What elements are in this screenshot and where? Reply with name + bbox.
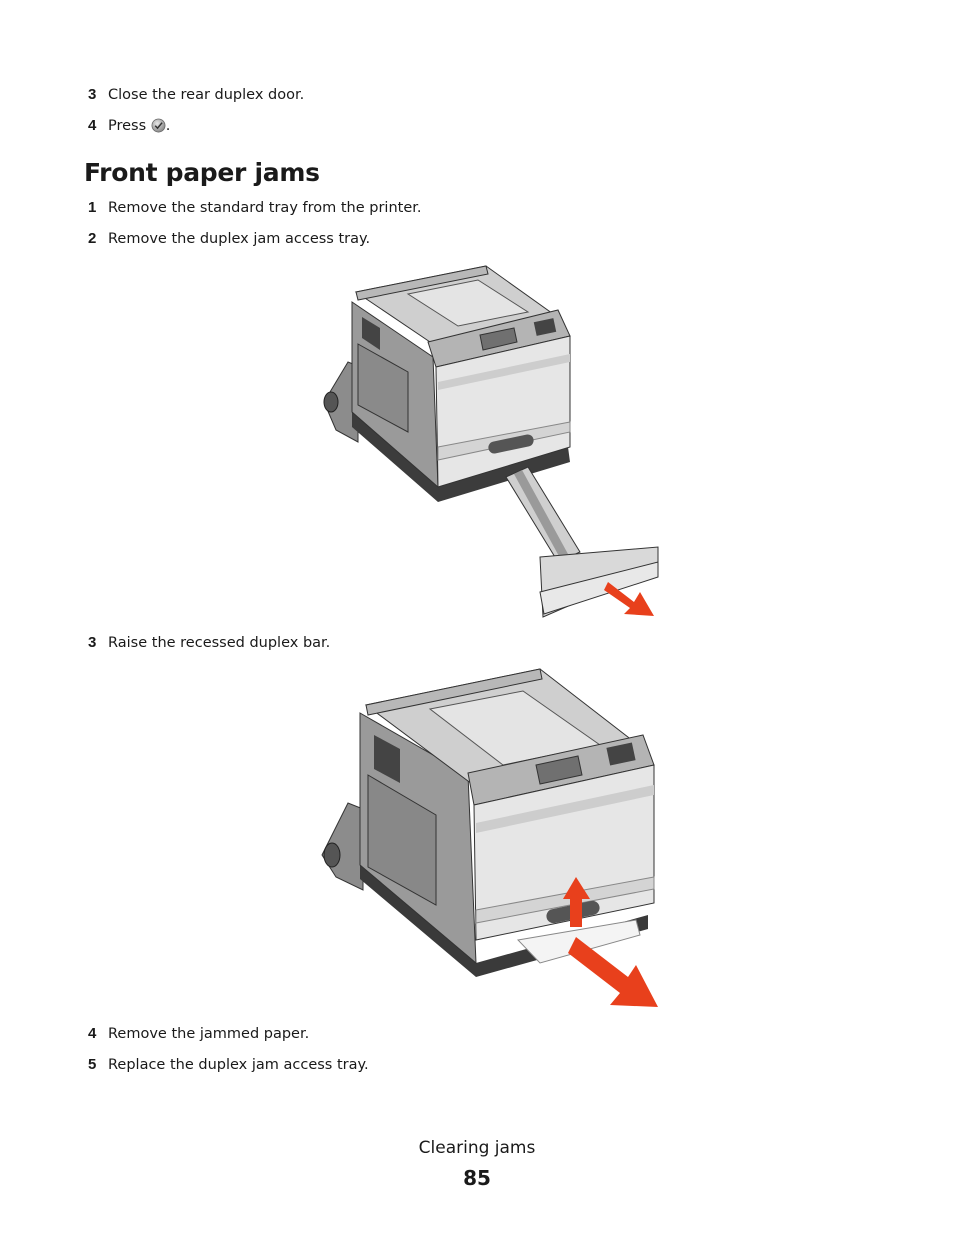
- pull-paper-arrow: [568, 937, 658, 1007]
- step-number: 1: [88, 199, 97, 216]
- step-text: Close the rear duplex door.: [108, 87, 305, 103]
- step-number: 4: [88, 117, 97, 134]
- step-text-after: .: [165, 118, 171, 134]
- step-text: Replace the duplex jam access tray.: [108, 1057, 369, 1073]
- step-text: Remove the jammed paper.: [108, 1026, 310, 1042]
- section-step-3: 3 Raise the recessed duplex bar.: [88, 633, 330, 653]
- printer-remove-duplex-tray-illustration: [323, 265, 659, 618]
- section-step-2: 2 Remove the duplex jam access tray.: [88, 229, 370, 249]
- step-4-press-check: 4 Press .: [88, 116, 170, 136]
- step-text: Remove the standard tray from the printe…: [108, 200, 422, 216]
- step-number: 2: [88, 230, 97, 247]
- step-text-before: Press: [108, 118, 151, 134]
- step-3-close-rear-door: 3 Close the rear duplex door.: [88, 85, 304, 105]
- section-step-1: 1 Remove the standard tray from the print…: [88, 198, 422, 218]
- step-number: 5: [88, 1056, 97, 1073]
- section-step-5: 5 Replace the duplex jam access tray.: [88, 1055, 369, 1075]
- section-title: Front paper jams: [84, 158, 320, 187]
- printer-raise-duplex-bar-illustration: [321, 668, 658, 1007]
- pull-direction-arrow: [604, 582, 654, 616]
- section-step-4: 4 Remove the jammed paper.: [88, 1024, 309, 1044]
- page-number: 85: [463, 1166, 491, 1190]
- step-number: 3: [88, 634, 97, 651]
- step-number: 3: [88, 86, 97, 103]
- step-number: 4: [88, 1025, 97, 1042]
- footer-chapter-title: Clearing jams: [418, 1138, 536, 1158]
- check-button-icon: [151, 118, 166, 133]
- step-text: Raise the recessed duplex bar.: [108, 635, 331, 651]
- raise-bar-arrow: [563, 877, 590, 927]
- step-text: Remove the duplex jam access tray.: [108, 231, 371, 247]
